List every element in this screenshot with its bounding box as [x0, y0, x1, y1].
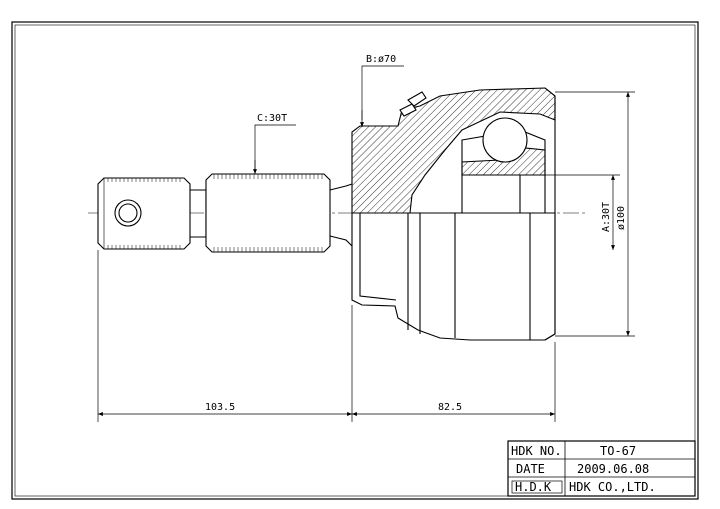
inner-frame — [14, 24, 696, 497]
c-spline-label: C:30T — [257, 113, 287, 124]
stub-shaft — [97, 173, 353, 253]
left-length-label: 103.5 — [205, 402, 235, 413]
outer-frame — [11, 21, 699, 500]
date-label: DATE — [516, 462, 545, 476]
hdk-no-value: TO-67 — [600, 444, 636, 458]
outer-race-housing — [351, 87, 556, 341]
company-name: HDK CO.,LTD. — [569, 480, 656, 494]
hdk-no-label: HDK NO. — [511, 444, 562, 458]
a-spline-label: A:30T — [601, 202, 612, 232]
outer-diameter-label: ø100 — [616, 206, 627, 230]
b-diameter-label: B:ø70 — [366, 54, 396, 65]
company-logo-text: H.D.K — [515, 480, 552, 494]
title-block — [507, 440, 696, 497]
right-length-label: 82.5 — [438, 402, 462, 413]
dimension-lines — [97, 65, 635, 422]
date-value: 2009.06.08 — [577, 462, 649, 476]
